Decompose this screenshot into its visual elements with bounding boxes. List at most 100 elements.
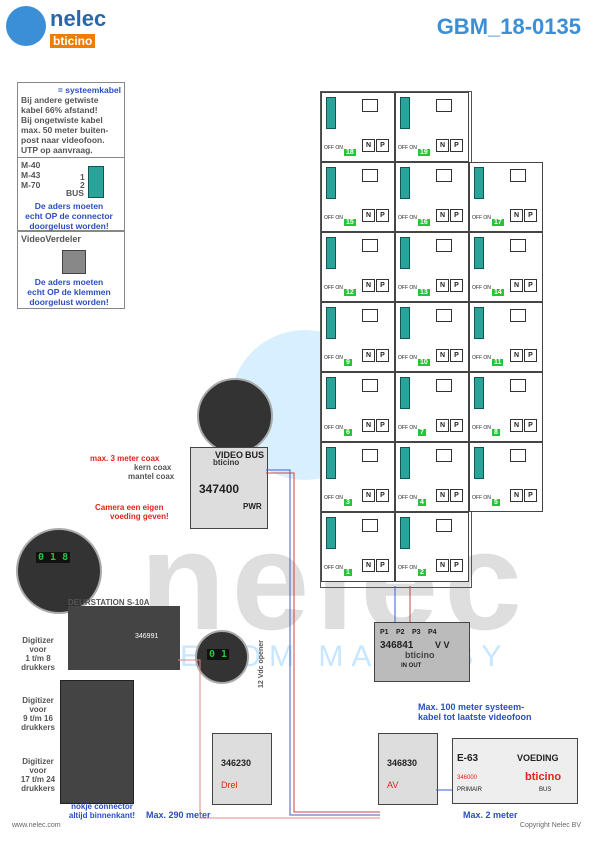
camera-note1: Camera een eigen [95, 503, 164, 512]
p-label: P [376, 209, 389, 222]
model-m40: M-40 [21, 160, 41, 170]
monitor-screen-icon [436, 169, 452, 182]
vv-warn3: doorgelust worden! [29, 297, 109, 307]
connector-warn3: doorgelust worden! [29, 221, 109, 231]
n-label: N [362, 489, 375, 502]
n-label: N [362, 419, 375, 432]
port-p4: P4 [428, 629, 437, 636]
monitor-screen-icon [510, 379, 526, 392]
power-code: 346000 [457, 775, 478, 781]
n-label: N [510, 209, 523, 222]
off-on-label: OFF ON [398, 215, 417, 221]
power-bus: BUS [539, 787, 552, 793]
nokje1: nokje connector [71, 802, 133, 811]
monitor-screen-icon [436, 449, 452, 462]
p-label: P [450, 209, 463, 222]
videoverdeler-warn: De aders moeten echt OP de klemmen doorg… [21, 277, 117, 307]
off-on-label: OFF ON [324, 355, 343, 361]
terminal-block-icon [474, 237, 484, 269]
off-on-label: OFF ON [398, 495, 417, 501]
module-346830: 346830 AV [378, 733, 438, 805]
module-346841-brand: bticino [405, 650, 435, 660]
max100-2: kabel tot laatste videofoon [418, 712, 532, 722]
module-346841: P1 P2 P3 P4 346841 V V bticino IN OUT [374, 622, 470, 682]
brand-347400: bticino [213, 458, 240, 467]
pin1-label: 1 [80, 172, 85, 182]
unit-number: 1 [344, 569, 352, 576]
connector-warn1: De aders moeten [34, 201, 104, 211]
off-on-label: OFF ON [324, 565, 343, 571]
monitor-screen-icon [510, 449, 526, 462]
videoverdeler-block-icon [62, 250, 86, 274]
unit-number: 14 [492, 289, 504, 296]
terminal-block-icon [326, 517, 336, 549]
monitor-screen-icon [362, 309, 378, 322]
terminal-block-icon [326, 97, 336, 129]
in-out-label: IN OUT [401, 663, 422, 669]
off-on-label: OFF ON [472, 215, 491, 221]
p-label: P [524, 349, 537, 362]
legend-line1: = systeemkabel [57, 85, 121, 95]
max290-note: Max. 290 meter [146, 810, 211, 820]
unit-number: 19 [418, 149, 430, 156]
power-supply: E-63 VOEDING 346000 bticino PRIMAIR BUS [452, 738, 578, 804]
off-on-label: OFF ON [324, 145, 343, 151]
nelec-logo-icon [6, 6, 46, 46]
n-label: N [436, 489, 449, 502]
wire-red-main [266, 472, 380, 813]
power-brand: bticino [525, 771, 562, 783]
n-label: N [436, 209, 449, 222]
n-label: N [436, 349, 449, 362]
d2-l1: voor [29, 705, 47, 714]
d1-l1: voor [29, 645, 47, 654]
legend-line6: post naar videofoon. [21, 135, 105, 145]
monitor-screen-icon [436, 379, 452, 392]
module-346830-code: 346830 [387, 758, 418, 768]
connector-warn: De aders moeten echt OP de connector doo… [21, 201, 117, 231]
d2-l0: Digitizer [22, 696, 54, 705]
monitor-screen-icon [510, 239, 526, 252]
port-p1: P1 [380, 629, 389, 636]
power-title: VOEDING [517, 753, 559, 763]
p-label: P [524, 209, 537, 222]
terminal-block-icon [326, 377, 336, 409]
n-label: N [362, 209, 375, 222]
terminal-block-icon [400, 167, 410, 199]
legend-line2: Bij andere getwiste [21, 95, 99, 105]
module-346230: 346230 Drel [212, 733, 272, 805]
power-primair: PRIMAIR [457, 787, 483, 793]
off-on-label: OFF ON [472, 495, 491, 501]
d2-l3: drukkers [21, 723, 55, 732]
legend-line7: UTP op aanvraag. [21, 145, 93, 155]
legend-panel: = systeemkabel Bij andere getwiste kabel… [17, 82, 125, 158]
pin2-label: 2 [80, 180, 85, 190]
unit-number: 18 [344, 149, 356, 156]
unit-number: 15 [344, 219, 356, 226]
door-station-unit: 346991 [68, 606, 180, 670]
off-on-label: OFF ON [472, 425, 491, 431]
connector-note-panel: M-40 M-43 M-70 1 2 BUS De aders moeten e… [17, 157, 125, 231]
off-on-label: OFF ON [398, 565, 417, 571]
coax-max: max. 3 meter coax [90, 454, 160, 463]
p-label: P [376, 349, 389, 362]
doc-id: GBM_18-0135 [436, 14, 581, 39]
p-label: P [376, 139, 389, 152]
max2-note: Max. 2 meter [463, 810, 518, 820]
port-p2: P2 [396, 629, 405, 636]
footer-left: www.nelec.com [12, 822, 61, 829]
terminal-block-icon [474, 447, 484, 479]
monitor-screen-icon [362, 519, 378, 532]
d1-l3: drukkers [21, 663, 55, 672]
module-346830-sub: AV [387, 780, 399, 790]
off-on-label: OFF ON [324, 285, 343, 291]
unit-number: 11 [492, 359, 504, 366]
videoverdeler-title: VideoVerdeler [21, 234, 81, 244]
